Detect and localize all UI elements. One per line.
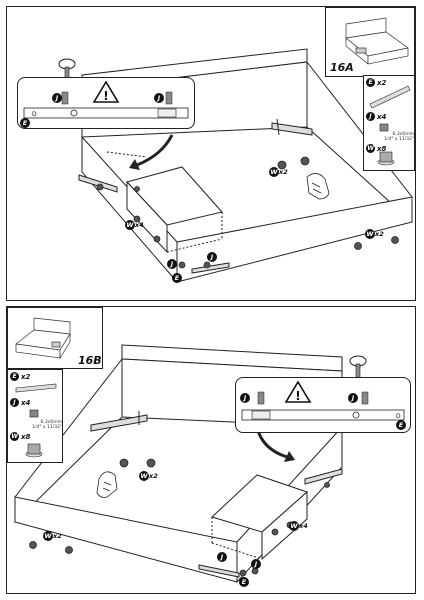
reference-thumbnail-16b: 16B: [7, 307, 103, 369]
part-quantity: x4: [21, 398, 31, 407]
part-quantity: x8: [21, 432, 31, 441]
part-tag: E: [239, 577, 249, 587]
part-tag: Wx4: [125, 220, 144, 230]
rail-detail: [23, 107, 189, 119]
screw-icon: [165, 91, 173, 105]
part-tag: Wx2: [365, 229, 384, 239]
callout-tag-left: J: [240, 393, 250, 403]
part-tag: E: [172, 273, 182, 283]
warning-symbol: !: [103, 89, 108, 103]
part-quantity: x2: [21, 372, 31, 381]
part-tag: Wx4: [289, 521, 308, 531]
part-letter-badge: J: [10, 398, 19, 407]
rail-icon: [369, 85, 411, 109]
callout-tag-left: J: [52, 93, 62, 103]
callout-tag-rail: E: [396, 420, 406, 430]
part-letter-badge: E: [10, 372, 19, 381]
part-letter-badge: E: [366, 78, 375, 87]
warning-triangle-icon: [92, 80, 120, 103]
warning-triangle-icon: [284, 380, 312, 403]
callout-tag-right: J: [348, 393, 358, 403]
part-letter-badge: W: [10, 432, 19, 441]
screw-icon: [379, 123, 389, 132]
hand-icon: [306, 173, 330, 200]
warning-symbol: !: [295, 389, 300, 403]
part-tag: J: [167, 259, 177, 269]
bed-frame-drawing-16b: [14, 344, 367, 584]
screw-icon: [257, 391, 265, 405]
part-quantity: x2: [377, 78, 387, 87]
screw-icon: [361, 391, 369, 405]
step-label: 16A: [330, 61, 354, 74]
screw-size-label: 6,3x6mm 1/4" x 11/32": [32, 420, 62, 430]
screw-size-label: 6,3x6mm 1/4" x 11/32": [384, 132, 414, 142]
rail-icon: [15, 383, 57, 393]
hand-icon: [96, 471, 118, 498]
part-tag: J: [251, 559, 261, 569]
bed-thumbnail: [345, 17, 409, 65]
part-tag: J: [217, 552, 227, 562]
bed-thumbnail: [15, 317, 71, 360]
screw-icon: [61, 91, 69, 105]
part-letter-badge: J: [366, 112, 375, 121]
callout-tag-rail: E: [20, 118, 30, 128]
callout-tag-right: J: [154, 93, 164, 103]
detail-callout-16b: ! D J J E: [235, 377, 411, 433]
part-tag: Wx2: [43, 531, 62, 541]
step-label: 16B: [78, 354, 102, 367]
part-quantity: x4: [377, 112, 387, 121]
end-mark-letter: D: [396, 413, 401, 420]
detail-callout-16a: ! D J J E: [17, 77, 195, 129]
part-letter-badge: W: [366, 144, 375, 153]
rail-detail: [241, 409, 405, 421]
part-tag: Wx2: [269, 167, 288, 177]
screwdriver-icon: [58, 58, 76, 86]
end-mark-letter: D: [32, 111, 37, 118]
part-tag: Wx2: [139, 471, 158, 481]
part-quantity: x8: [377, 144, 387, 153]
reference-thumbnail-16a: 16A: [325, 7, 415, 77]
screw-icon: [29, 409, 39, 418]
part-tag: J: [207, 252, 217, 262]
